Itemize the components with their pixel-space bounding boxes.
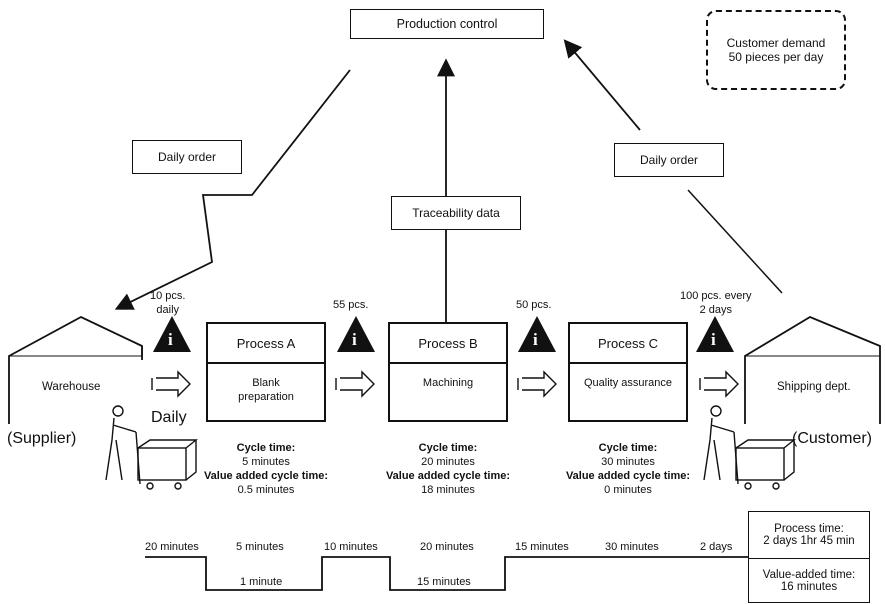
process-c-desc1: Quality assurance bbox=[583, 377, 673, 389]
inventory-label-4: 100 pcs. every 2 days bbox=[680, 290, 752, 316]
process-a-stats: Cycle time: 5 minutes Value added cycle … bbox=[203, 442, 329, 496]
customer-demand-line1: Customer demand bbox=[726, 36, 826, 50]
process-time-cell: Process time: 2 days 1hr 45 min bbox=[749, 512, 869, 559]
process-box-a[interactable]: Process A Blank preparation bbox=[206, 322, 326, 422]
daily-order-box-left[interactable]: Daily order bbox=[132, 140, 242, 174]
inventory-label-2: 55 pcs. bbox=[333, 299, 369, 311]
process-a-desc2: preparation bbox=[238, 391, 294, 403]
timeline-upper-5: 15 minutes bbox=[515, 541, 569, 553]
process-c-title: Process C bbox=[570, 324, 686, 364]
lead-time-summary: Process time: 2 days 1hr 45 min Value-ad… bbox=[748, 511, 870, 603]
push-arrow-1 bbox=[151, 370, 191, 398]
timeline-upper-6: 30 minutes bbox=[605, 541, 659, 553]
timeline-lower-2: 15 minutes bbox=[417, 576, 471, 588]
traceability-data-box[interactable]: Traceability data bbox=[391, 196, 521, 230]
inventory-icon-4: i bbox=[696, 316, 734, 352]
warehouse-label: Warehouse bbox=[42, 381, 101, 393]
delivery-frequency-label: Daily bbox=[151, 409, 187, 426]
customer-demand-line2: 50 pieces per day bbox=[728, 50, 824, 64]
inventory-label-1: 10 pcs. daily bbox=[150, 290, 186, 316]
process-b-title: Process B bbox=[390, 324, 506, 364]
timeline-upper-4: 20 minutes bbox=[420, 541, 474, 553]
supplier-label: (Supplier) bbox=[7, 430, 77, 447]
info-flow-line-right-upper bbox=[563, 39, 641, 131]
inventory-icon-3: i bbox=[518, 316, 556, 352]
timeline-ladder bbox=[145, 556, 748, 591]
process-box-b[interactable]: Process B Machining bbox=[388, 322, 508, 422]
process-time-label: Process time: bbox=[774, 523, 844, 535]
inventory-icon-2: i bbox=[337, 316, 375, 352]
cart-worker-icon-right bbox=[703, 405, 796, 490]
daily-order-box-right[interactable]: Daily order bbox=[614, 143, 724, 177]
push-arrow-4 bbox=[699, 370, 739, 398]
process-a-desc1: Blank bbox=[252, 377, 280, 389]
production-control-box[interactable]: Production control bbox=[350, 9, 544, 39]
push-arrow-2 bbox=[335, 370, 375, 398]
timeline-upper-1: 20 minutes bbox=[145, 541, 199, 553]
timeline-lower-1: 1 minute bbox=[240, 576, 283, 588]
process-b-stats: Cycle time: 20 minutes Value added cycle… bbox=[385, 442, 511, 496]
process-b-desc1: Machining bbox=[422, 377, 474, 389]
value-added-time-cell: Value-added time: 16 minutes bbox=[749, 559, 869, 603]
push-arrow-3 bbox=[517, 370, 557, 398]
process-c-stats: Cycle time: 30 minutes Value added cycle… bbox=[565, 442, 691, 496]
shipping-building bbox=[744, 315, 881, 424]
customer-label: (Customer) bbox=[792, 430, 873, 447]
value-added-time-value: 16 minutes bbox=[780, 581, 838, 593]
timeline-upper-2: 5 minutes bbox=[236, 541, 284, 553]
customer-demand-box: Customer demand 50 pieces per day bbox=[706, 10, 846, 90]
info-flow-line-right-lower bbox=[687, 189, 783, 294]
cart-worker-icon-left bbox=[105, 405, 198, 490]
process-box-c[interactable]: Process C Quality assurance bbox=[568, 322, 688, 422]
shipping-dept-label: Shipping dept. bbox=[777, 381, 851, 393]
inventory-icon-1: i bbox=[153, 316, 191, 352]
timeline-upper-7: 2 days bbox=[700, 541, 733, 553]
timeline-upper-3: 10 minutes bbox=[324, 541, 378, 553]
info-flow-line-left bbox=[114, 69, 351, 310]
process-a-title: Process A bbox=[208, 324, 324, 364]
process-time-value: 2 days 1hr 45 min bbox=[763, 535, 855, 547]
value-added-time-label: Value-added time: bbox=[762, 569, 856, 581]
inventory-label-3: 50 pcs. bbox=[516, 299, 552, 311]
